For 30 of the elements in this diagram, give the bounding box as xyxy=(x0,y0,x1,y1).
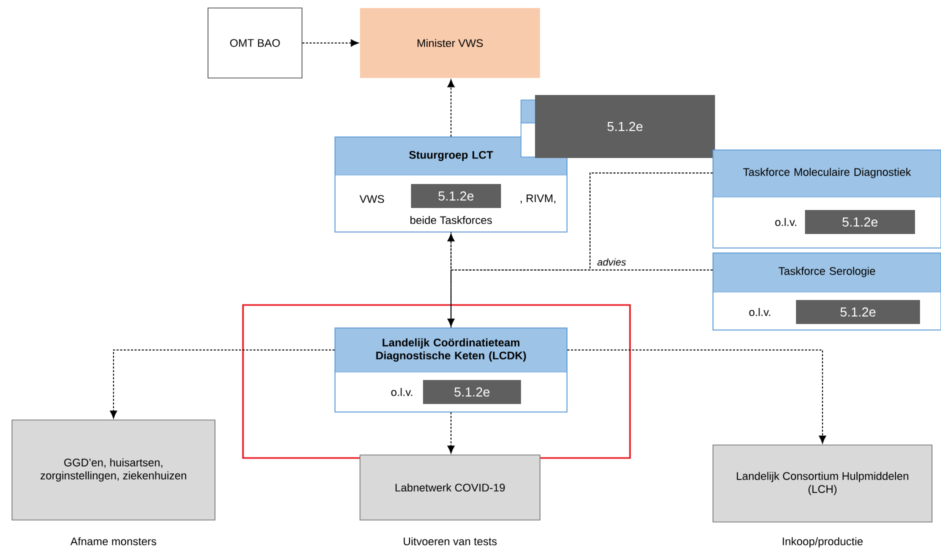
redaction-block: 5.1.2e xyxy=(805,210,915,234)
box: GGD’en, huisartsen, zorginstellingen, ziekenhuizen xyxy=(12,420,216,520)
arrow xyxy=(566,350,826,444)
arrow xyxy=(110,350,336,418)
redaction-block: 5.1.2e xyxy=(423,380,521,404)
box: Labnetwerk COVID-19 xyxy=(360,454,540,520)
box-title: Taskforce Moleculaire Diagnostiek xyxy=(743,168,912,178)
node-label: Afname monsters xyxy=(70,537,156,546)
arrow xyxy=(447,79,455,138)
redaction-block: 5.1.2e xyxy=(411,184,501,208)
arrow xyxy=(447,412,455,454)
arrow xyxy=(302,39,359,47)
box-text: o.l.v. xyxy=(749,308,770,316)
box: Landelijk Consortium Hulpmiddelen (LCH) xyxy=(712,444,932,522)
redacted-box: 5.1.2e xyxy=(520,95,715,158)
box-text: beide Taskforces xyxy=(410,216,492,224)
box-text: , RIVM, xyxy=(520,194,556,204)
edge-label: advies xyxy=(596,257,628,267)
arrow xyxy=(447,234,455,326)
box-title: Taskforce Serologie xyxy=(778,266,876,278)
box-title: Landelijk Coördinatieteam Diagnostische Keten (LCDK) xyxy=(376,338,526,362)
box-text: o.l.v. xyxy=(391,388,412,396)
node-label: Uitvoeren van tests xyxy=(404,537,497,546)
redaction-block: 5.1.2e xyxy=(796,300,920,324)
box-text: VWS xyxy=(360,195,384,203)
box-text: o.l.v. xyxy=(775,218,796,226)
box: OMT BAO xyxy=(208,8,302,78)
box-title: Stuurgroep LCT xyxy=(409,151,494,161)
node-label: Inkoop/productie xyxy=(782,537,863,548)
box: Minister VWS xyxy=(360,8,540,78)
